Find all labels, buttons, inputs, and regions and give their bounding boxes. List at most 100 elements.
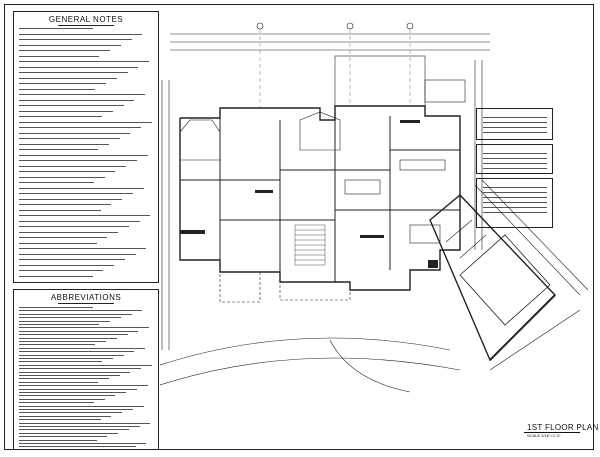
text-line: [19, 270, 104, 271]
entry-porch: [279, 281, 351, 301]
text-line: [19, 132, 131, 134]
table-row: [483, 153, 547, 154]
text-line: [19, 334, 128, 336]
garage-bay: [459, 234, 551, 326]
text-line: [19, 443, 147, 444]
text-line: [19, 61, 149, 62]
grid-markers: [256, 22, 414, 108]
text-line: [19, 204, 112, 205]
text-line: [19, 99, 135, 101]
text-line: [19, 368, 141, 370]
abbreviations-title: ABBREVIATIONS: [14, 293, 158, 304]
text-line: [19, 138, 120, 139]
table-row: [483, 212, 547, 213]
text-line: [19, 344, 96, 346]
text-line: [19, 28, 93, 29]
text-line: [19, 39, 132, 40]
text-line: [19, 33, 143, 35]
text-line: [19, 337, 117, 339]
text-line: [19, 392, 127, 393]
text-line: [19, 313, 132, 315]
text-line: [19, 327, 149, 329]
kitchen-island: [344, 179, 381, 195]
text-line: [19, 149, 99, 150]
area-calculation-table-1: [476, 108, 553, 140]
text-line: [19, 378, 109, 380]
text-line: [19, 426, 140, 427]
text-line: [19, 398, 105, 400]
text-line: [19, 395, 116, 397]
text-line: [19, 94, 145, 95]
text-line: [19, 121, 152, 123]
text-line: [19, 385, 148, 387]
text-line: [19, 182, 95, 183]
text-line: [19, 44, 121, 46]
balcony-outline: [424, 79, 466, 103]
text-line: [19, 88, 96, 90]
text-line: [19, 307, 93, 308]
text-line: [19, 160, 137, 161]
stair: [294, 224, 326, 266]
text-line: [19, 171, 116, 172]
text-line: [19, 259, 125, 260]
text-line: [19, 165, 127, 167]
text-line: [19, 324, 100, 325]
text-line: [19, 220, 140, 222]
table-row: [483, 192, 547, 193]
text-line: [19, 375, 120, 376]
text-line: [19, 127, 141, 128]
text-line: [19, 354, 124, 356]
text-line: [19, 402, 95, 404]
text-line: [19, 436, 108, 438]
text-line: [19, 330, 139, 332]
text-line: [19, 209, 101, 211]
text-line: [19, 310, 143, 312]
floor-plan-drawing: [160, 22, 589, 393]
table-row: [483, 117, 547, 118]
plan-title-underline: [524, 432, 580, 433]
text-line: [19, 381, 99, 383]
table-row: [483, 207, 547, 208]
table-row: [483, 127, 547, 128]
lanai-outline: [334, 55, 426, 107]
text-line: [19, 105, 124, 106]
table-row: [483, 163, 547, 164]
exterior-wall: [179, 105, 461, 291]
study-bay: [299, 111, 341, 151]
text-line: [19, 405, 144, 407]
plan-scale: SCALE 3/16"=1'-0": [527, 433, 561, 438]
text-line: [19, 242, 97, 244]
sheet-border: [4, 4, 594, 450]
text-line: [19, 358, 113, 359]
garage-wing: [429, 194, 556, 362]
text-line: [19, 409, 133, 410]
text-line: [19, 388, 137, 390]
text-line: [19, 176, 105, 178]
text-line: [19, 248, 147, 249]
table-row: [483, 197, 547, 198]
text-line: [19, 371, 131, 373]
text-line: [19, 347, 145, 349]
text-line: [19, 412, 123, 414]
text-line: [19, 341, 107, 342]
text-line: [19, 264, 115, 266]
driveway-curve: [160, 337, 451, 366]
text-line: [19, 351, 135, 353]
text-line: [19, 187, 144, 189]
text-line: [19, 72, 128, 73]
text-line: [19, 231, 119, 233]
text-line: [19, 110, 113, 112]
text-line: [19, 116, 103, 117]
text-line: [19, 198, 123, 200]
table-row: [483, 158, 547, 159]
text-line: [19, 415, 112, 417]
table-row: [483, 187, 547, 188]
text-line: [19, 77, 117, 79]
text-line: [19, 154, 148, 156]
text-line: [19, 253, 136, 255]
text-line: [19, 429, 129, 431]
text-line: [19, 215, 151, 216]
general-notes-title: GENERAL NOTES: [14, 15, 158, 26]
text-line: [19, 193, 133, 194]
